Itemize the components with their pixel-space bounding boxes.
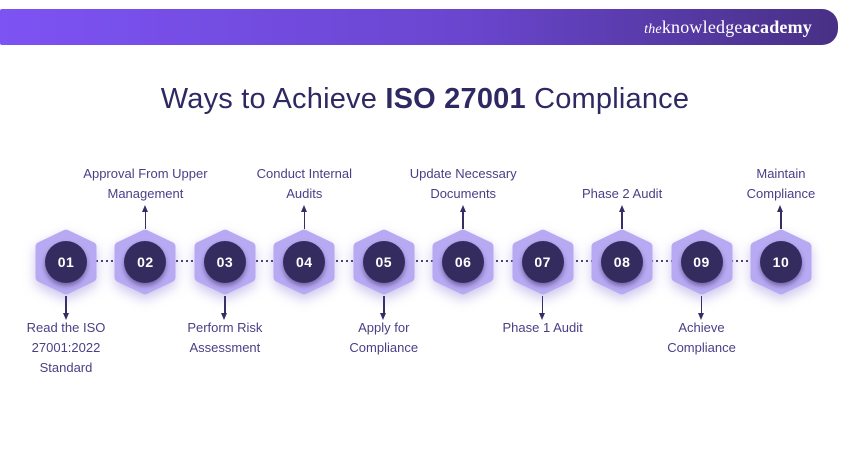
arrow-down-icon <box>221 313 228 320</box>
step-number: 04 <box>296 254 313 270</box>
step-hexagon: 06 <box>432 229 494 295</box>
step-label: Approval From Upper Management <box>83 166 208 201</box>
page-title: Ways to Achieve ISO 27001 Compliance <box>0 83 850 116</box>
arrow-up-icon <box>300 205 307 212</box>
step-label: Apply for Compliance <box>349 320 419 355</box>
logo-knowledge: knowledge <box>661 16 743 37</box>
step-number: 03 <box>216 254 234 270</box>
step-label: Maintain Compliance <box>746 166 816 201</box>
step-number-badge: 10 <box>759 241 802 283</box>
step-number-badge: 09 <box>680 241 723 283</box>
title-suffix: Compliance <box>525 83 690 115</box>
step-number-badge: 02 <box>124 241 167 283</box>
title-prefix: Ways to Achieve <box>160 83 386 115</box>
step-connector-line <box>780 212 782 229</box>
step-connector-line <box>700 296 703 313</box>
arrow-down-icon <box>539 313 546 320</box>
step-number-badge: 04 <box>283 241 326 283</box>
step-connector-line <box>303 212 306 229</box>
step-number-badge: 05 <box>362 241 405 283</box>
logo-the: the <box>644 21 662 37</box>
step-hexagon: 03 <box>194 229 256 295</box>
arrow-down-icon <box>380 313 387 320</box>
step-number-badge: 01 <box>45 241 87 283</box>
step-connector-line <box>144 212 147 229</box>
step-number: 09 <box>693 254 710 270</box>
step-number: 06 <box>454 254 472 270</box>
step-number: 08 <box>613 254 631 270</box>
step-hexagon: 05 <box>353 229 415 295</box>
step-number-badge: 03 <box>203 241 246 283</box>
arrow-up-icon <box>141 205 148 212</box>
title-highlight: ISO 27001 <box>385 83 526 115</box>
step-hexagon: 02 <box>114 229 176 295</box>
step-number: 10 <box>772 254 790 270</box>
arrow-up-icon <box>777 205 784 212</box>
step-number: 02 <box>137 254 154 270</box>
step-number: 07 <box>534 254 551 270</box>
step-connector-line <box>383 296 385 313</box>
step-label: Phase 2 Audit <box>581 186 663 201</box>
step-connector-line <box>621 212 623 229</box>
timeline-dotted-line <box>66 260 781 262</box>
header-banner: theknowledgeacademy <box>0 9 838 45</box>
step-label: Achieve Compliance <box>667 320 736 355</box>
step-hexagon: 10 <box>750 229 812 295</box>
arrow-down-icon <box>698 313 705 320</box>
step-number: 01 <box>57 254 75 270</box>
step-number-badge: 08 <box>601 241 644 283</box>
step-connector-line <box>541 296 544 313</box>
arrow-down-icon <box>62 313 69 320</box>
step-label: Read the ISO 27001:2022 Standard <box>26 320 106 375</box>
step-connector-line <box>462 212 464 229</box>
step-number: 05 <box>375 254 393 270</box>
step-label: Perform Risk Assessment <box>187 320 263 355</box>
step-hexagon: 01 <box>35 229 97 295</box>
arrow-up-icon <box>459 205 466 212</box>
logo-academy: academy <box>742 16 812 37</box>
step-hexagon: 07 <box>512 229 574 295</box>
step-number-badge: 07 <box>521 241 564 283</box>
arrow-up-icon <box>618 205 625 212</box>
step-connector-line <box>224 296 226 313</box>
step-hexagon: 04 <box>273 229 335 295</box>
step-number-badge: 06 <box>442 241 485 283</box>
brand-logo: theknowledgeacademy <box>644 17 812 38</box>
step-label: Update Necessary Documents <box>409 166 517 201</box>
step-hexagon: 09 <box>671 229 733 295</box>
step-label: Phase 1 Audit <box>502 320 583 335</box>
step-connector-line <box>65 296 67 313</box>
step-label: Conduct Internal Audits <box>256 166 353 201</box>
step-hexagon: 08 <box>591 229 653 295</box>
